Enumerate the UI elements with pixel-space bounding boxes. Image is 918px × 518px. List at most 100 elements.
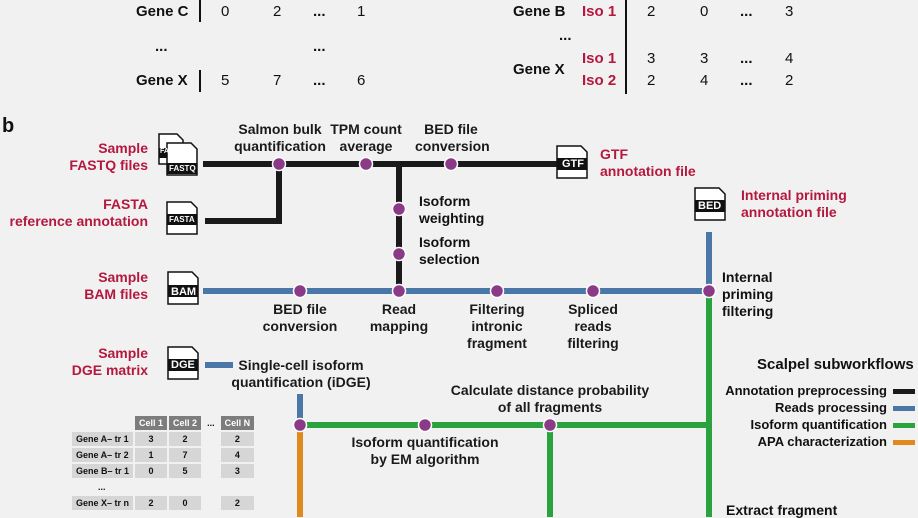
- matrix-header: Cell 2: [169, 416, 202, 430]
- node-spliced-reads: [585, 283, 601, 299]
- node-isoform-selection: [391, 246, 407, 262]
- cell-value: 3: [647, 50, 656, 67]
- cell-value: 6: [357, 72, 366, 89]
- cell-value: 4: [785, 50, 794, 67]
- matrix-cell: [203, 464, 219, 478]
- file-icon-bam: [167, 271, 199, 305]
- legend-label: APA characterization: [757, 434, 887, 449]
- node-idge-branch: [292, 417, 308, 433]
- node-internal-priming: [701, 283, 717, 299]
- input-label-bed: Internal priming annotation file: [741, 187, 847, 220]
- node-isoform-weighting: [391, 201, 407, 217]
- cell-value: ...: [740, 50, 753, 67]
- matrix-cell: 3: [220, 464, 255, 478]
- matrix-row-label: ...: [98, 482, 106, 492]
- line-fasta-join: [205, 164, 282, 224]
- cell-value: 1: [357, 3, 366, 20]
- file-icon-label: FASTA: [169, 215, 195, 224]
- step-label-bed-top: BED file conversion: [415, 121, 490, 154]
- matrix-cell: 0: [135, 464, 168, 478]
- panel-label: b: [2, 115, 15, 137]
- cell-value: ...: [313, 72, 326, 89]
- gene-label: ...: [559, 27, 572, 44]
- cell-value: ...: [313, 3, 326, 20]
- file-icon-label: DGE: [171, 359, 195, 371]
- file-icon-dge: [167, 346, 199, 380]
- matrix-cell: [221, 480, 255, 494]
- node-em: [417, 417, 433, 433]
- count-matrix: Cell 1 Cell 2 ... Cell N Gene A– tr 1 3 …: [70, 414, 256, 512]
- step-label-tpm: TPM count average: [330, 121, 402, 154]
- matrix-cell: 4: [220, 448, 255, 462]
- cell-value: 0: [221, 3, 230, 20]
- node-bed-conversion-bottom: [292, 283, 308, 299]
- file-icon-label: BAM: [171, 286, 197, 298]
- file-icon-label: FAS: [160, 148, 174, 155]
- input-label-dge: Sample DGE matrix: [71, 345, 148, 378]
- table-divider: [199, 70, 201, 92]
- node-bed-conversion-top: [443, 156, 459, 172]
- legend-label: Reads processing: [775, 400, 887, 415]
- legend-title: Scalpel subworkflows: [757, 356, 914, 373]
- matrix-cell: 7: [169, 448, 202, 462]
- matrix-cell: 2: [220, 432, 255, 446]
- cell-value: ...: [740, 72, 753, 89]
- matrix-cell: [135, 480, 167, 494]
- input-label-fasta: FASTA reference annotation: [9, 196, 148, 229]
- step-label-spliced: Spliced reads filtering: [567, 301, 619, 351]
- cell-value: 5: [221, 72, 230, 89]
- matrix-row-label: Gene B– tr 1: [72, 464, 134, 478]
- file-icon-fasta: [166, 201, 198, 235]
- matrix-row-label: Gene X– tr n: [72, 496, 134, 510]
- isoform-label: Iso 1: [582, 3, 617, 20]
- legend-label: Annotation preprocessing: [725, 383, 887, 398]
- matrix-cell: [203, 480, 219, 494]
- matrix-cell: 1: [135, 448, 168, 462]
- node-salmon: [271, 156, 287, 172]
- table-divider: [625, 0, 627, 94]
- matrix-row-label: Gene A– tr 2: [72, 448, 134, 462]
- node-read-mapping: [391, 283, 407, 299]
- legend-swatch-quant: [893, 423, 915, 428]
- matrix-cell: 3: [135, 432, 168, 446]
- step-label-filtering-intronic: Filtering intronic fragment: [467, 301, 527, 351]
- matrix-cell: [203, 432, 219, 446]
- cell-value: 4: [700, 72, 709, 89]
- step-label-bed-bottom: BED file conversion: [262, 301, 338, 334]
- matrix-cell: 2: [169, 432, 202, 446]
- table-divider: [199, 0, 201, 22]
- node-filtering-intronic: [489, 283, 505, 299]
- file-icon-gtf: [556, 145, 588, 179]
- file-icon-label: BED: [698, 200, 722, 212]
- matrix-cell: 0: [169, 496, 202, 510]
- matrix-corner: [72, 416, 133, 430]
- input-label-fastq: Sample FASTQ files: [69, 140, 148, 173]
- legend-swatch-annotation: [893, 389, 915, 394]
- file-icon-fastq: [166, 142, 198, 176]
- cell-value: 2: [647, 72, 656, 89]
- cell-value: 7: [273, 72, 282, 89]
- gene-label: Gene C: [136, 3, 189, 20]
- file-icon-label: GTF: [562, 158, 584, 170]
- legend-swatch-apa: [893, 440, 915, 445]
- node-tpm: [358, 156, 374, 172]
- legend-swatch-reads: [893, 406, 915, 411]
- gene-label: Gene X: [513, 61, 565, 78]
- matrix-cell: 5: [169, 464, 202, 478]
- cell-value: 0: [700, 3, 709, 20]
- cell-value: ...: [740, 3, 753, 20]
- gene-label: Gene B: [513, 3, 566, 20]
- matrix-cell: [169, 480, 201, 494]
- matrix-header: Cell 1: [135, 416, 168, 430]
- file-icon-label: FASTQ: [169, 164, 196, 173]
- step-label-iso-select: Isoform selection: [419, 234, 480, 267]
- legend-label: Isoform quantification: [750, 417, 888, 432]
- matrix-cell: [203, 448, 219, 462]
- isoform-label: Iso 1: [582, 50, 617, 67]
- step-label-internal-priming: Internal priming filtering: [722, 269, 774, 319]
- matrix-header: Cell N: [220, 416, 255, 430]
- matrix-cell: 2: [220, 496, 255, 510]
- matrix-row-label: Gene A– tr 1: [72, 432, 134, 446]
- cell-value: 3: [700, 50, 709, 67]
